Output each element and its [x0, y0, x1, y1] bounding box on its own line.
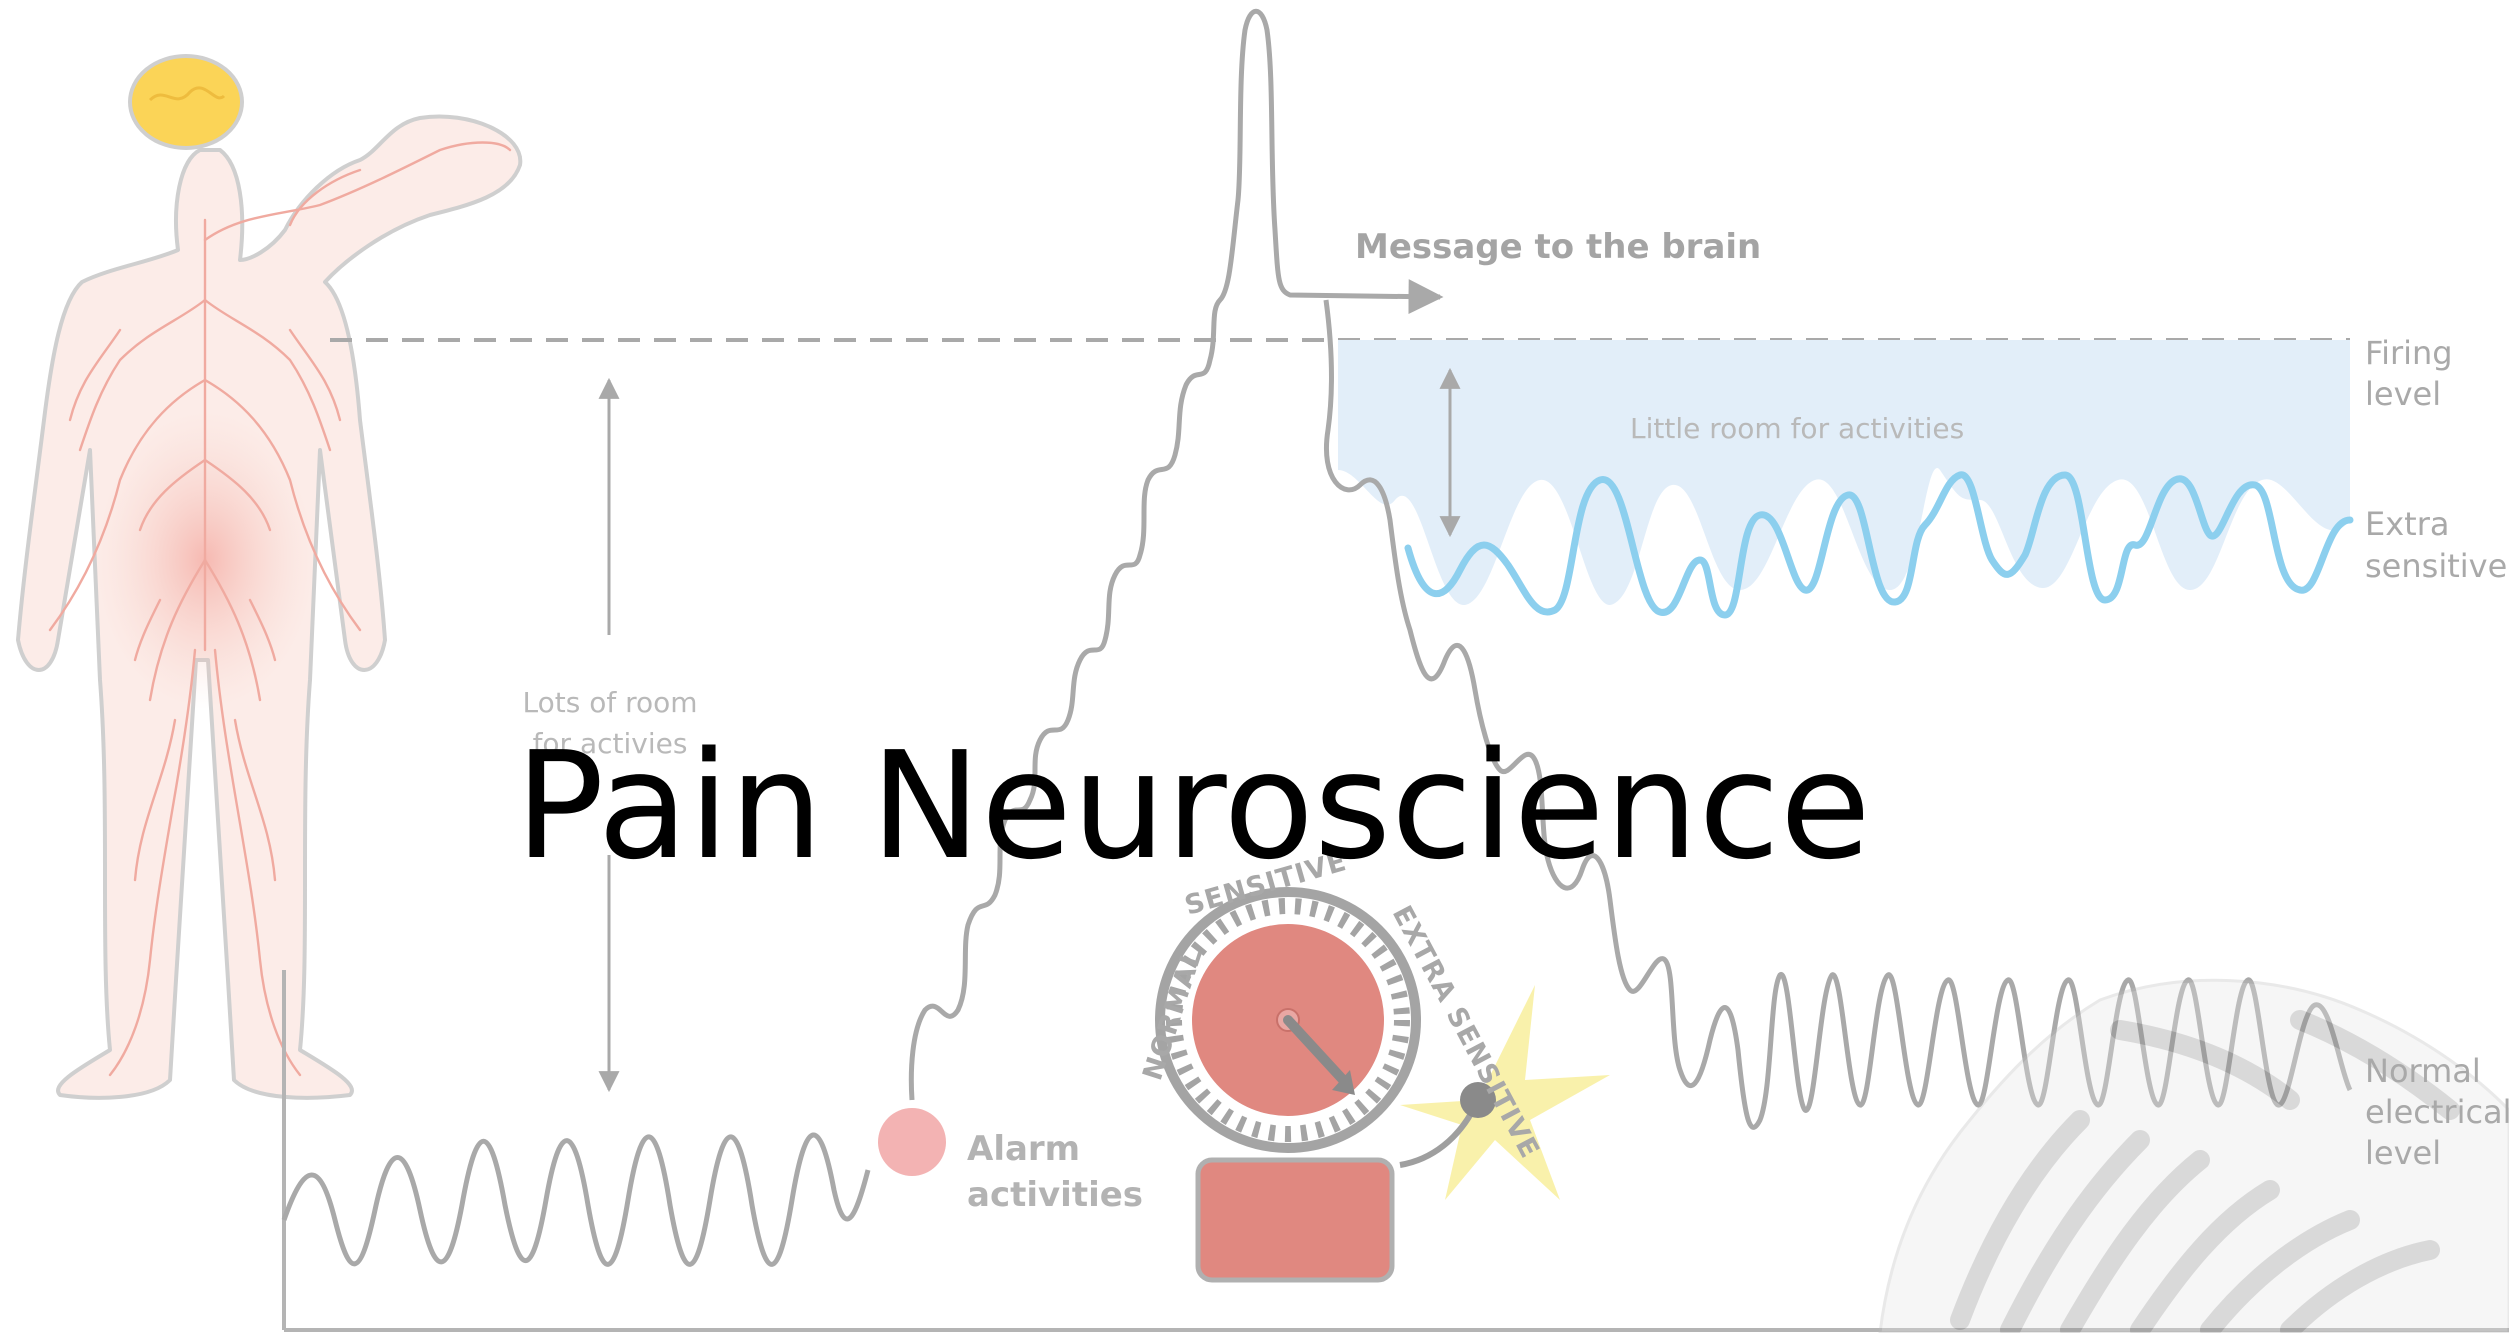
bell-base	[1195, 1157, 1395, 1283]
firing-level-label-line2: level	[2365, 375, 2441, 413]
alarm-rising-wave	[908, 8, 1444, 1101]
normal-level-label-line2: electrical	[2365, 1093, 2509, 1131]
dial-needle-icon	[1283, 1015, 1350, 1087]
normal-level-label-line1: Normal	[2365, 1052, 2481, 1090]
alarm-bell-illustration: NORMAL SENSITIVE EXTRA SENSITIVE	[1137, 846, 1610, 1283]
extra-sensitive-label-line1: Extra	[2365, 505, 2449, 543]
normal-signal-wave	[281, 1132, 871, 1267]
human-figure-illustration	[16, 54, 523, 1100]
axis-lines	[282, 970, 2509, 1332]
lots-of-room-label-line2: for activies	[533, 727, 688, 760]
spark-icon	[1400, 985, 1610, 1200]
extra-sensitive-wave	[1404, 471, 2354, 619]
normal-level-label-line3: level	[2365, 1134, 2441, 1172]
sensitive-zone	[1338, 340, 2350, 606]
nerve-lines	[48, 141, 512, 1077]
alarm-activities-label-line2: activities	[967, 1175, 1143, 1215]
extra-sensitive-label-line2: sensitive	[2365, 547, 2507, 585]
message-to-brain-label: Message to the brain	[1355, 227, 1761, 267]
alarm-dot	[878, 1108, 946, 1176]
alarm-activities-label-line1: Alarm	[967, 1129, 1080, 1169]
room-arrows	[598, 367, 1461, 1093]
brain-icon	[128, 54, 244, 150]
falling-signal-wave	[1323, 299, 2353, 1130]
little-room-label: Little room for activities	[1630, 412, 1964, 445]
bell-striker-icon	[1460, 1082, 1496, 1118]
zebra-illustration	[1878, 978, 2509, 1333]
lots-of-room-label-line1: Lots of room	[522, 686, 697, 719]
firing-level-label-line1: Firing	[2365, 334, 2453, 372]
slide-title: Pain Neuroscience	[515, 720, 1871, 892]
zebra-head	[1878, 978, 2509, 1333]
